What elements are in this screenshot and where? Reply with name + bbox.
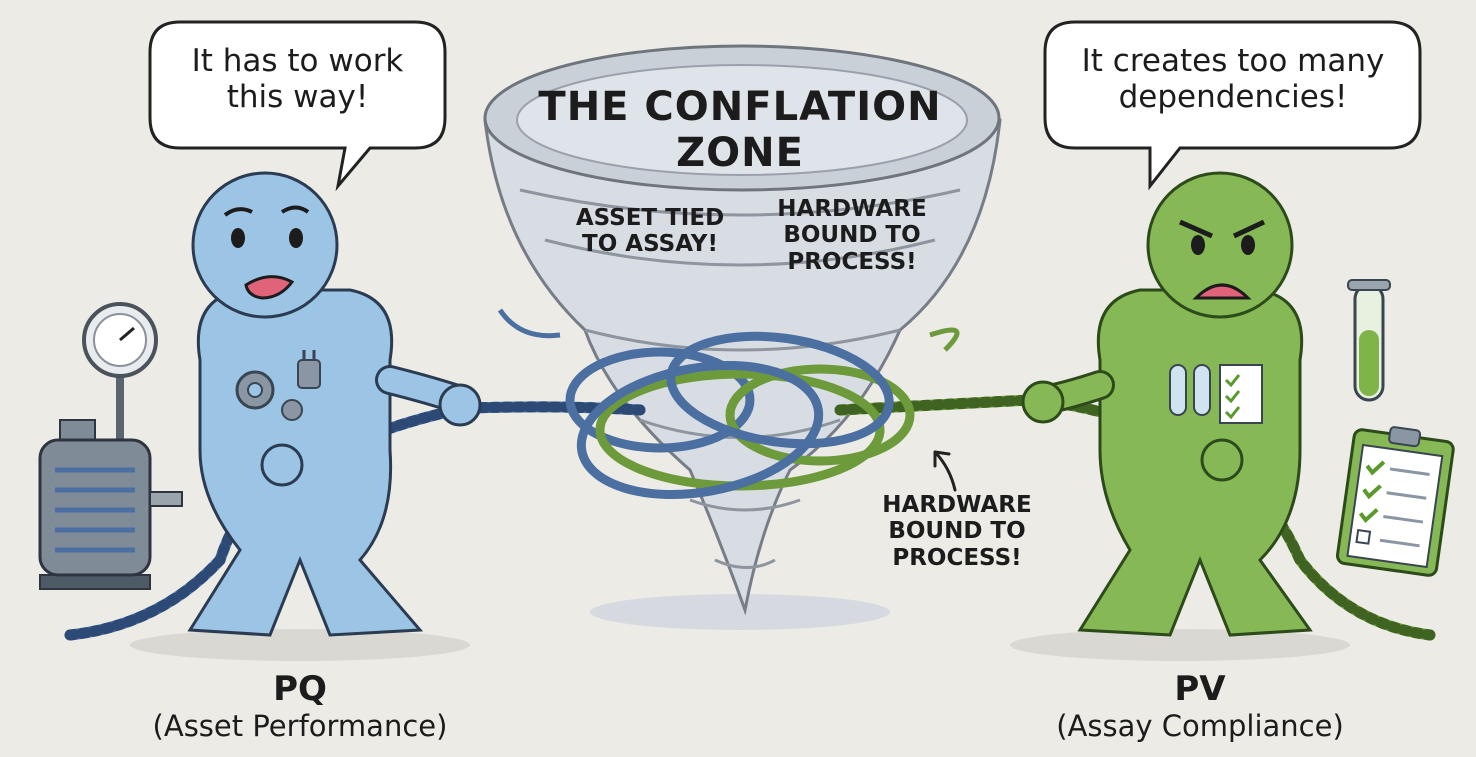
zone-label-right: HARDWARE BOUND TO PROCESS! <box>777 196 927 275</box>
tornado <box>483 44 1002 616</box>
role-pv: (Assay Compliance) <box>1056 709 1344 743</box>
ground-shadow-left <box>130 629 470 661</box>
plug-icon <box>297 350 321 389</box>
zone-title-line2: ZONE <box>676 130 804 176</box>
role-pq: (Asset Performance) <box>152 709 448 743</box>
ground-shadow-right <box>1010 629 1350 661</box>
gauge-icon <box>82 302 158 440</box>
rope-knot <box>565 331 915 500</box>
name-pv: PV <box>1174 669 1226 709</box>
gear-icon <box>235 370 303 421</box>
character-pv <box>1021 171 1313 637</box>
motor-icon <box>38 419 183 590</box>
speech-bubble-right <box>1043 20 1422 191</box>
speech-text-right: It creates too many dependencies! <box>1081 43 1385 115</box>
checklist-icon <box>1219 364 1263 424</box>
character-pq <box>187 171 482 637</box>
zone-title: THE CONFLATION ZONE <box>535 84 945 176</box>
zone-title-line1: THE CONFLATION <box>538 84 942 130</box>
speech-bubble-left <box>148 20 447 192</box>
callout-arrow <box>933 450 957 492</box>
test-tube-icon <box>1169 279 1391 416</box>
ground-shadow-center <box>590 594 890 630</box>
name-pq: PQ <box>273 669 327 709</box>
zone-label-left: ASSET TIED TO ASSAY! <box>575 205 725 258</box>
speech-text-left: It has to work this way! <box>191 43 404 115</box>
callout-label: HARDWARE BOUND TO PROCESS! <box>882 492 1032 571</box>
clipboard-icon <box>1335 426 1455 577</box>
